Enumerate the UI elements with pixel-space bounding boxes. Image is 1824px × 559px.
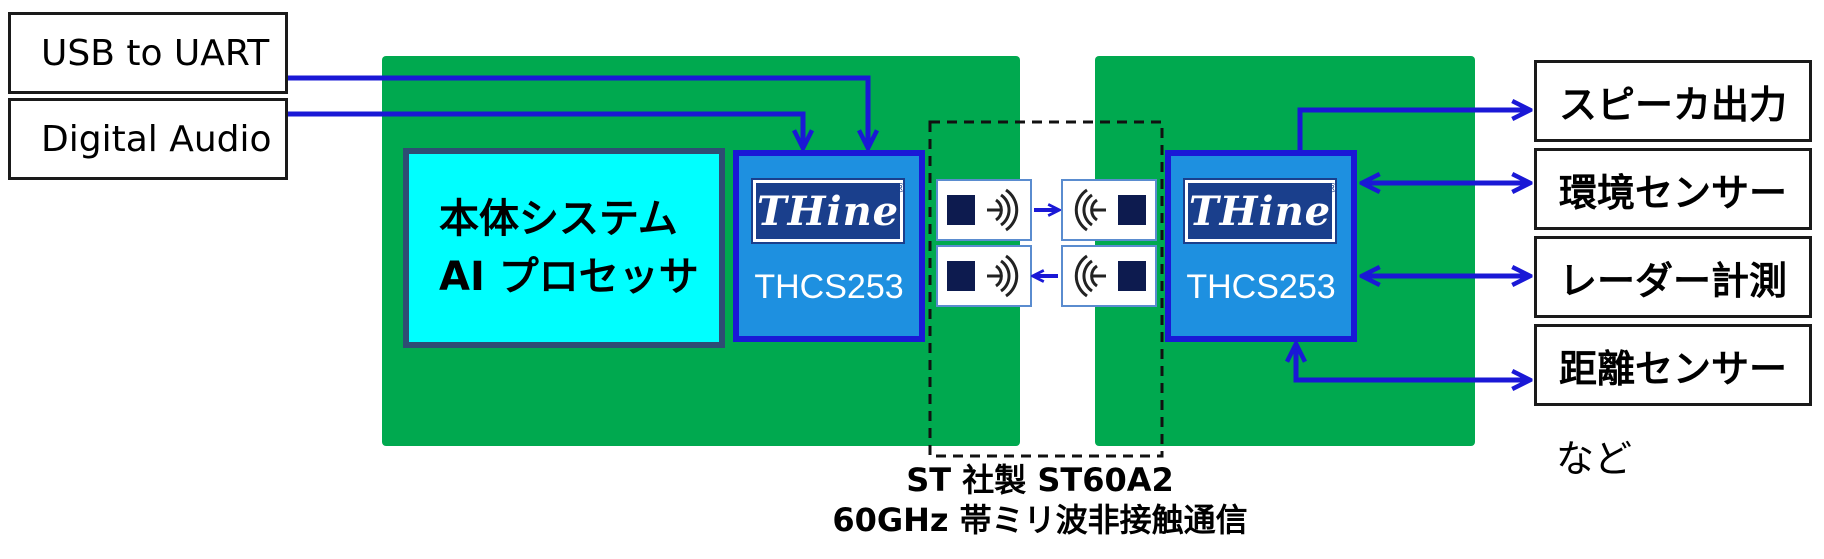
left-thcs253-chip: THine ® THCS253 (733, 150, 925, 342)
left-chip-model: THCS253 (754, 268, 904, 306)
millimeter-wave-caption: ST 社製 ST60A2 60GHz 帯ミリ波非接触通信 (800, 460, 1280, 540)
antenna-wave-icon (1061, 179, 1157, 241)
thine-logo-icon: THine ® (1183, 178, 1337, 244)
right-chip-model: THCS253 (1186, 268, 1336, 306)
output-environment-sensor-box: 環境センサー (1534, 148, 1812, 230)
output-radar-box: レーダー計測 (1534, 236, 1812, 318)
output-speaker-box: スピーカ出力 (1534, 60, 1812, 142)
system-subtitle: AI プロセッサ (439, 254, 699, 300)
caption-line-1: ST 社製 ST60A2 (906, 461, 1174, 499)
main-system-ai-processor-box: 本体システム AI プロセッサ (403, 148, 725, 348)
antenna-wave-icon (936, 245, 1032, 307)
mmwave-dashed-frame (928, 120, 1164, 458)
caption-line-2: 60GHz 帯ミリ波非接触通信 (832, 501, 1248, 539)
registered-mark: ® (895, 180, 905, 195)
speaker-output-arrow (1297, 110, 1528, 150)
registered-mark: ® (1327, 180, 1337, 195)
usb-uart-input-box: USB to UART (8, 12, 288, 94)
output-environment-sensor-label: 環境センサー (1558, 170, 1787, 215)
digital-audio-arrow (288, 111, 803, 146)
usb-uart-label: USB to UART (41, 32, 270, 74)
outputs-etc-label: など (1556, 437, 1633, 481)
distance-sensor-arrow (1296, 346, 1528, 380)
thine-logo-text: THine (756, 183, 900, 239)
digital-audio-label: Digital Audio (41, 118, 272, 160)
thine-logo-icon: THine ® (751, 178, 905, 244)
output-radar-label: レーダー計測 (1558, 258, 1787, 303)
antenna-wave-icon (936, 179, 1032, 241)
output-speaker-label: スピーカ出力 (1558, 82, 1787, 127)
digital-audio-input-box: Digital Audio (8, 98, 288, 180)
antenna-wave-icon (1061, 245, 1157, 307)
right-thcs253-chip: THine ® THCS253 (1165, 150, 1357, 342)
usb-uart-arrow (288, 75, 868, 146)
output-distance-sensor-label: 距離センサー (1558, 346, 1787, 391)
thine-logo-text: THine (1188, 183, 1332, 239)
output-distance-sensor-box: 距離センサー (1534, 324, 1812, 406)
system-title: 本体システム (439, 196, 678, 242)
